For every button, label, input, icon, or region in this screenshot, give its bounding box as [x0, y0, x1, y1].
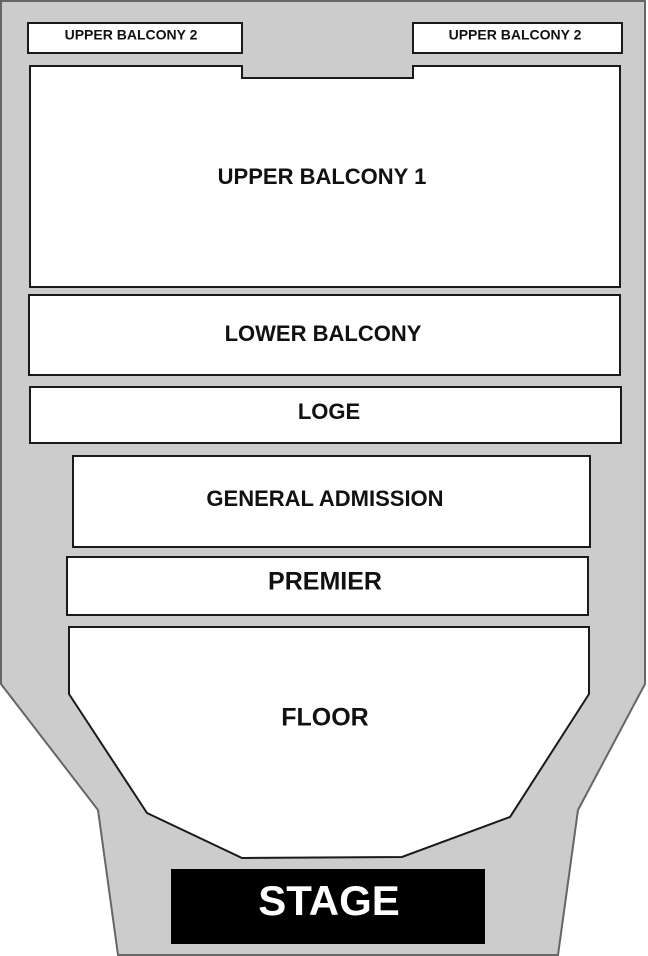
section-upper-balcony-2-right-shape	[412, 22, 623, 54]
section-floor-label: FLOOR	[281, 704, 369, 732]
section-upper-balcony-1-label: UPPER BALCONY 1	[218, 164, 427, 189]
section-floor-shape	[68, 626, 590, 860]
section-upper-balcony-2-right[interactable]: UPPER BALCONY 2	[412, 22, 623, 54]
section-premier[interactable]: PREMIER	[66, 556, 589, 616]
section-general-admission-label: GENERAL ADMISSION	[206, 486, 443, 511]
section-loge-label: LOGE	[298, 399, 360, 424]
section-general-admission-shape	[72, 455, 591, 548]
section-lower-balcony-label: LOWER BALCONY	[225, 321, 422, 346]
section-upper-balcony-2-left-label: UPPER BALCONY 2	[65, 27, 198, 43]
section-premier-shape	[66, 556, 589, 616]
stage-shape	[171, 869, 485, 944]
section-general-admission[interactable]: GENERAL ADMISSION	[72, 455, 591, 548]
section-premier-label: PREMIER	[268, 568, 382, 596]
section-loge[interactable]: LOGE	[29, 386, 622, 444]
stage: STAGE	[171, 869, 485, 944]
section-loge-shape	[29, 386, 622, 444]
section-lower-balcony[interactable]: LOWER BALCONY	[28, 294, 621, 376]
section-upper-balcony-1-shape	[29, 65, 621, 288]
section-upper-balcony-2-right-label: UPPER BALCONY 2	[449, 27, 582, 43]
section-lower-balcony-shape	[28, 294, 621, 376]
section-upper-balcony-1[interactable]: UPPER BALCONY 1	[29, 65, 621, 288]
section-upper-balcony-2-left[interactable]: UPPER BALCONY 2	[27, 22, 243, 54]
stage-label: STAGE	[258, 877, 400, 924]
section-upper-balcony-2-left-shape	[27, 22, 243, 54]
section-floor[interactable]: FLOOR	[68, 626, 590, 860]
